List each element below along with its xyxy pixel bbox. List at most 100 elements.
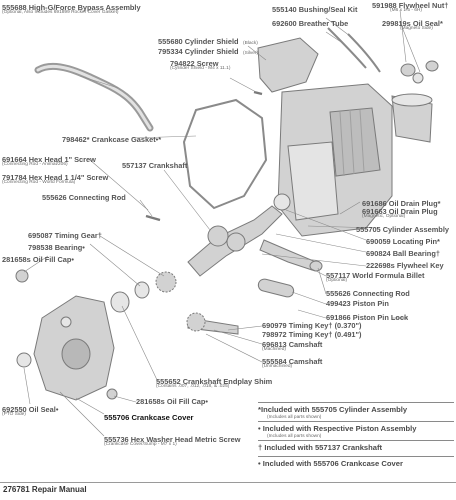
timing-gear (155, 271, 177, 293)
callout-note: (Machined) (262, 347, 286, 353)
breather-tube (327, 27, 367, 69)
callout-281658-bottom: 281658s Oil Fill Cap• (136, 397, 209, 406)
callout-note: (Optional) (326, 278, 348, 284)
callout-691663: 691663 Oil Drain Plug (Magnetic, Optiona… (362, 208, 438, 220)
legend-text: • Included with 555706 Crankcase Cover (258, 459, 403, 468)
callout-part: 696813 Camshaft (262, 340, 323, 349)
callout-555626-bottom: 555626 Connecting Rod (326, 289, 410, 298)
callout-281658-top: 281658s Oil Fill Cap• (2, 255, 75, 264)
callout-798538: 798538 Bearing• (28, 243, 85, 252)
callout-note: (Optional, Also Includes 691899 Rocker C… (2, 10, 119, 16)
callout-part: 299819s Oil Seal* (382, 19, 443, 28)
callout-555584: 555584 Camshaft (Unmachined) (262, 358, 322, 370)
callout-part: 555626 Connecting Rod (326, 289, 410, 298)
callout-note: (Black) (242, 41, 258, 46)
callout-794822: 794822 Screw (Cylinder Shield - M4 x 11.… (170, 60, 230, 72)
callout-part: 691866 Piston Pin Lock (326, 313, 409, 322)
callout-555705: 555705 Cylinder Assembly (356, 226, 449, 234)
callout-795334: 795334 Cylinder Shield (Silver) (158, 42, 258, 58)
callout-part: 555626 Connecting Rod (42, 193, 126, 202)
callout-note: (Silver) (242, 51, 259, 56)
callout-691866: 691866 Piston Pin Lock (326, 313, 409, 322)
callout-part: 798538 Bearing• (28, 243, 85, 252)
callout-696813: 696813 Camshaft (Machined) (262, 341, 322, 353)
callout-555688: 555688 High-G/Force Bypass Assembly (Opt… (2, 4, 141, 16)
callout-691686: 691686 Oil Drain Plug* (362, 200, 440, 208)
callout-part: 222698s Flywheel Key (366, 261, 444, 270)
legend-text: • Included with Respective Piston Assemb… (258, 424, 417, 433)
callout-part: 692600 Breather Tube (272, 19, 349, 28)
callout-499423: 499423 Piston Pin (326, 299, 389, 308)
callout-695087: 695087 Timing Gear† (28, 232, 102, 240)
screw-2 (253, 90, 263, 96)
callout-part: 557117 World Formula Billet (326, 271, 425, 280)
callout-555652: 555652 Crankshaft Endplay Shim (Contains… (156, 378, 272, 390)
legend-text: *Included with 555705 Cylinder Assembly (258, 405, 408, 414)
oil-fill-cap-2 (106, 388, 118, 400)
callout-690824: 690824 Ball Bearing† (366, 249, 440, 258)
bypass-hose (34, 62, 154, 132)
callout-note: (Crankcase Cover/Sump - M7 x 1) (104, 442, 177, 448)
legend-note: (Includes all parts shown) (267, 434, 322, 439)
callout-note: (Cylinder Shield - M4 x 11.1) (170, 66, 231, 72)
callout-690059: 690059 Locating Pin* (366, 238, 440, 246)
bushing-1 (400, 63, 416, 77)
callout-part: 555652 Crankshaft Endplay Shim (156, 377, 273, 386)
callout-part: 555140 Bushing/Seal Kit (272, 5, 358, 14)
callout-note: (Unmachined) (262, 364, 293, 370)
oil-fill-cap (15, 269, 29, 283)
callout-part: 281658s Oil Fill Cap• (136, 397, 209, 406)
callout-part: 555688 High-G/Force Bypass Assembly (2, 3, 141, 12)
callout-691664: 691664 Hex Head 1" Screw (Connecting Rod… (2, 156, 96, 168)
callout-part: 499423 Piston Pin (326, 299, 389, 308)
leader-lines (23, 9, 421, 437)
callout-791784: 791784 Hex Head 1 1/4" Screw (Connecting… (2, 174, 108, 186)
cylinder-shield (257, 37, 319, 93)
callout-note: (M6 x 1.5 - 6H) (390, 8, 422, 14)
crankcase-gasket (182, 98, 268, 210)
callout-part: 555706 Crankcase Cover (104, 413, 194, 422)
callout-part: 791784 Hex Head 1 1/4" Screw (2, 173, 109, 182)
callout-555140: 555140 Bushing/Seal Kit (272, 5, 358, 14)
callout-part: 557137 Crankshaft (122, 161, 188, 170)
flywheel-nut (425, 60, 439, 72)
legend-text: † Included with 557137 Crankshaft (258, 443, 383, 452)
callout-note: (Connecting Rod - World Formula) (2, 180, 76, 186)
ball-bearing (273, 193, 291, 211)
footer-title: 276781 Repair Manual (3, 485, 87, 494)
callout-555706: 555706 Crankcase Cover (104, 414, 194, 422)
breather-tube-2 (347, 33, 381, 73)
callout-part: 555736 Hex Washer Head Metric Screw (104, 435, 241, 444)
legend-item-crankcase-cover: • Included with 555706 Crankcase Cover (258, 456, 454, 468)
callout-note: (Contains .007, .012, .018, & .025) (156, 384, 230, 390)
callout-part: 281658s Oil Fill Cap• (2, 255, 75, 264)
screw-1 (145, 214, 161, 222)
callout-299819s: 299819s Oil Seal* (Magneto Side) (382, 20, 443, 32)
callout-part: 690824 Ball Bearing† (366, 249, 440, 258)
callout-555736: 555736 Hex Washer Head Metric Screw (Cra… (104, 436, 241, 448)
callout-note: (Magneto Side) (400, 26, 433, 32)
callout-note: (Magnetic, Optional) (362, 214, 406, 220)
legend-item-cylinder: *Included with 555705 Cylinder Assembly … (258, 402, 454, 420)
callout-692600: 692600 Breather Tube (272, 19, 349, 28)
callout-part: 692550 Oil Seal• (2, 405, 59, 414)
callout-692550: 692550 Oil Seal• (PTO Side) (2, 406, 58, 418)
callout-555680: 555680 Cylinder Shield (Black) (158, 32, 258, 48)
callout-part: 798462* Crankcase Gasket•* (62, 135, 162, 144)
legend-item-piston: • Included with Respective Piston Assemb… (258, 421, 454, 439)
callout-555626-top: 555626 Connecting Rod (42, 193, 126, 202)
callout-690979: 690979 Timing Key† (0.370") (262, 321, 362, 330)
piston-pin (257, 278, 295, 298)
callout-591988: 591988 Flywheel Nut† (M6 x 1.5 - 6H) (372, 2, 448, 14)
callout-part: 555680 Cylinder Shield (158, 37, 239, 46)
callout-note: (PTO Side) (2, 412, 26, 418)
callout-part: 795334 Cylinder Shield (158, 47, 239, 56)
bushing-2 (412, 72, 424, 84)
legend-note: (Includes all parts shown) (267, 415, 322, 420)
legend-item-crankshaft: † Included with 557137 Crankshaft (258, 440, 454, 452)
callout-part: 690979 Timing Key† (0.370") (262, 321, 362, 330)
endplay-shim (110, 291, 130, 313)
callout-part: 798972 Timing Key† (0.491") (262, 330, 362, 339)
